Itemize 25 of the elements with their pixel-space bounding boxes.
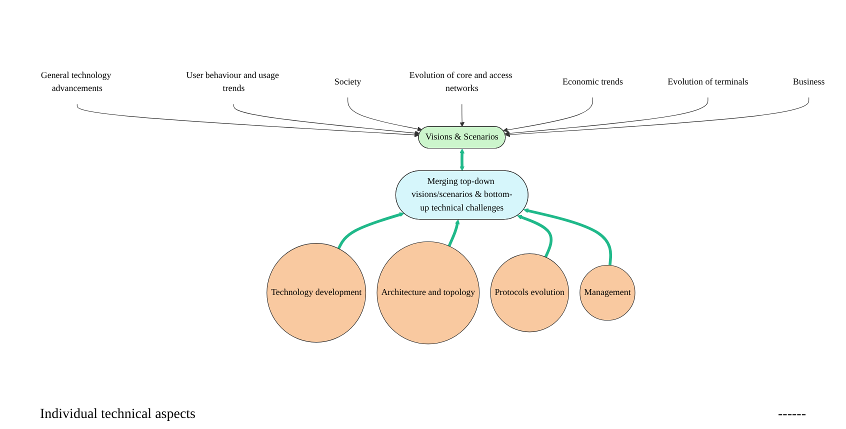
node-circle: Technology development (266, 243, 366, 343)
arrow (517, 215, 552, 258)
arrow (502, 97, 594, 133)
arrow (448, 220, 460, 247)
arrow (76, 104, 420, 138)
arrow (504, 97, 708, 136)
node-circle: Management (580, 265, 636, 321)
node-text: Business (792, 78, 825, 88)
node-text: Evolution of core and access networks (409, 70, 512, 94)
arrow (460, 104, 465, 128)
arrow (505, 97, 810, 138)
node-text: User behaviour and usage trends (186, 70, 279, 94)
arrow (337, 212, 404, 250)
node-text: General technology advancements (40, 70, 112, 94)
node-circle: Architecture and topology (376, 242, 480, 345)
arrow (523, 208, 612, 266)
arrow (348, 97, 422, 132)
arrow (460, 148, 465, 172)
arrow (233, 104, 420, 136)
node-circle: Protocols evolution (490, 254, 569, 332)
node-text: Evolution of terminals (668, 78, 748, 88)
node-text: Society (334, 78, 362, 88)
note-text: ------ (778, 407, 806, 423)
node-text: Economic trends (562, 78, 623, 88)
note-text: Individual technical aspects (40, 407, 196, 423)
